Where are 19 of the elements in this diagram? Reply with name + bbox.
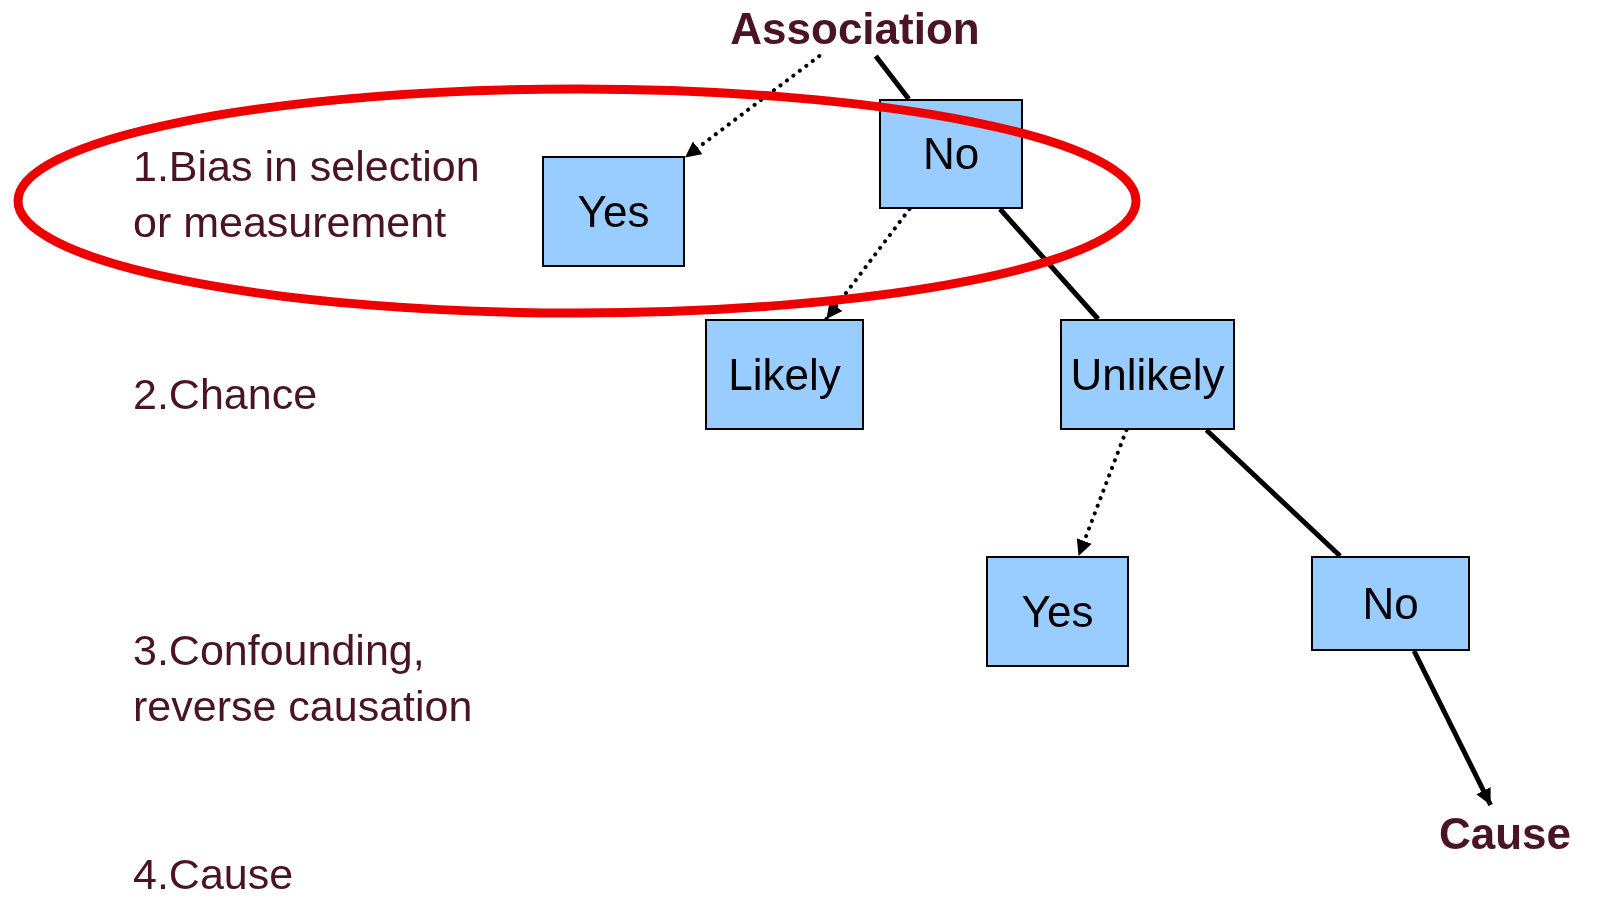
- step-label: 2.Chance: [133, 369, 319, 420]
- line: [998, 207, 1100, 321]
- answer-box: No: [879, 99, 1023, 209]
- dotted-arrow: [683, 54, 822, 160]
- answer-box: No: [1311, 556, 1470, 651]
- line: [873, 54, 911, 101]
- node-label: Cause: [1425, 805, 1585, 863]
- step-label: 3.Confounding, reverse causation: [133, 625, 474, 732]
- answer-box: Likely: [705, 319, 864, 430]
- answer-box: Unlikely: [1060, 319, 1235, 430]
- step-label: 1.Bias in selection or measurement: [133, 141, 481, 248]
- node-label: Association: [715, 2, 995, 56]
- arrow: [1411, 649, 1493, 807]
- step-label: 4.Cause: [133, 849, 295, 899]
- dotted-arrow: [824, 207, 912, 321]
- answer-box: Yes: [542, 156, 685, 267]
- answer-box: Yes: [986, 556, 1129, 667]
- dotted-arrow: [1076, 428, 1129, 558]
- line: [1204, 428, 1342, 558]
